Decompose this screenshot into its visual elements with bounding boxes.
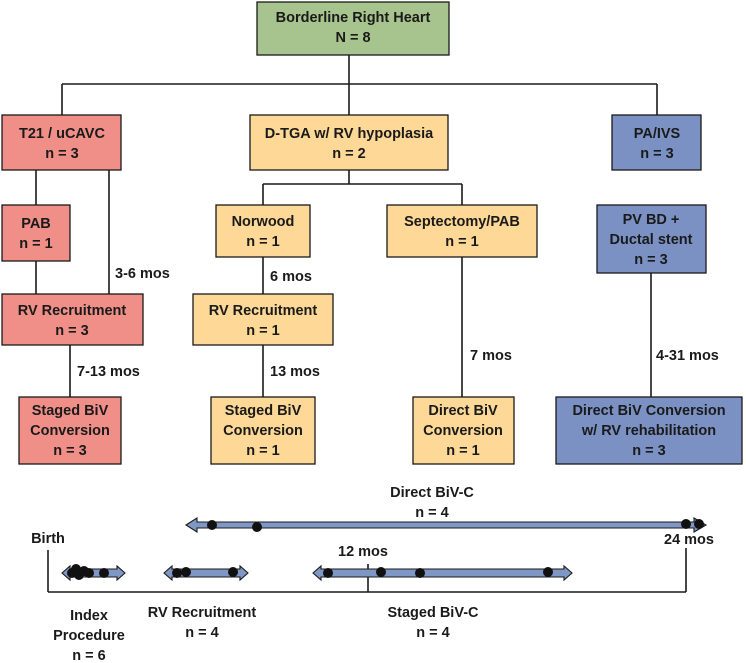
direct-bivc-count: n = 4: [415, 505, 448, 521]
rv-recruit-left-count: n = 3: [55, 323, 88, 339]
rv-recruitment-label: RV Recruitment: [148, 605, 257, 621]
dtga-box: [249, 114, 449, 171]
pv-bd-line1: PV BD +: [623, 212, 680, 228]
direct-dot-1: [207, 520, 217, 530]
mid-12mos-label: 12 mos: [338, 544, 388, 560]
tree-connectors: [35, 55, 658, 397]
index-procedure-count: n = 6: [72, 648, 105, 663]
rv-recruit-mid-count: n = 1: [246, 323, 279, 339]
staged-left-line1: Staged BiV: [32, 403, 109, 419]
interval-septectomy-to-direct: 7 mos: [470, 348, 512, 364]
rv-recruit-left-title: RV Recruitment: [18, 303, 127, 319]
root-title: Borderline Right Heart: [276, 10, 431, 26]
direct-right-line1: Direct BiV Conversion: [572, 403, 725, 419]
staged-left-line2: Conversion: [30, 423, 110, 439]
pab-title: PAB: [21, 216, 51, 232]
root-box: [256, 1, 450, 56]
direct-right-line2: w/ RV rehabilitation: [581, 423, 716, 439]
rv-recruitment-count: n = 4: [185, 625, 218, 641]
pv-bd-box: [596, 204, 707, 274]
norwood-count: n = 1: [246, 234, 279, 250]
direct-dot-3: [681, 519, 691, 529]
t21-box: [1, 114, 122, 171]
direct-bivc-arrow: [184, 516, 708, 534]
staged-mid-box: [210, 396, 316, 465]
pab-box: [1, 204, 71, 262]
staged-mid-count: n = 1: [246, 443, 279, 459]
direct-mid-count: n = 1: [446, 443, 479, 459]
staged-left-box: [18, 396, 122, 465]
septectomy-title: Septectomy/PAB: [404, 214, 520, 230]
staged-mid-line2: Conversion: [223, 423, 303, 439]
interval-rv-to-staged-mid: 13 mos: [270, 364, 320, 380]
boxes: [1, 1, 743, 465]
t21-count: n = 3: [45, 146, 78, 162]
pa-ivs-title: PA/IVS: [634, 126, 681, 142]
direct-dot-2: [252, 522, 262, 532]
staged-dot-3: [415, 568, 425, 578]
rv-dot-2: [181, 567, 191, 577]
birth-label: Birth: [31, 531, 65, 547]
rv-recruit-mid-box: [192, 293, 334, 346]
staged-mid-line1: Staged BiV: [225, 403, 302, 419]
index-dot-6: [99, 568, 109, 578]
interval-norwood-to-rv: 6 mos: [270, 269, 312, 285]
staged-bivc-label: Staged BiV-C: [387, 605, 479, 621]
staged-dot-4: [543, 567, 553, 577]
rv-dot-3: [228, 567, 238, 577]
rv-dot-1: [172, 568, 182, 578]
t21-title: T21 / uCAVC: [19, 126, 105, 142]
box-texts: Borderline Right Heart N = 8 T21 / uCAVC…: [18, 10, 726, 459]
norwood-box: [215, 204, 311, 258]
septectomy-box: [386, 204, 538, 258]
interval-pvbd-to-direct: 4-31 mos: [656, 348, 719, 364]
staged-bivc-count: n = 4: [416, 625, 449, 641]
interval-labels: 3-6 mos 7-13 mos 6 mos 13 mos 7 mos 4-31…: [77, 266, 719, 380]
interval-t21-to-rv: 3-6 mos: [115, 266, 170, 282]
staged-left-count: n = 3: [53, 443, 86, 459]
direct-right-count: n = 3: [632, 443, 665, 459]
norwood-title: Norwood: [232, 214, 295, 230]
direct-right-box: [555, 396, 743, 465]
septectomy-count: n = 1: [445, 234, 478, 250]
pa-ivs-count: n = 3: [640, 146, 673, 162]
direct-mid-line2: Conversion: [423, 423, 503, 439]
rv-recruit-mid-title: RV Recruitment: [209, 303, 318, 319]
rv-recruit-left-box: [1, 293, 144, 346]
root-count: N = 8: [335, 30, 370, 46]
direct-bivc-label: Direct BiV-C: [390, 485, 474, 501]
pv-bd-line2: Ductal stent: [610, 232, 693, 248]
interval-rv-to-staged-left: 7-13 mos: [77, 364, 140, 380]
staged-dot-1: [323, 568, 333, 578]
pab-count: n = 1: [19, 236, 52, 252]
dtga-title: D-TGA w/ RV hypoplasia: [265, 126, 434, 142]
end-24mos-label: 24 mos: [664, 532, 714, 548]
pa-ivs-box: [611, 114, 702, 171]
direct-mid-box: [412, 396, 515, 465]
staged-dot-2: [376, 567, 386, 577]
index-procedure-line1: Index: [70, 608, 108, 624]
index-dot-5: [84, 568, 94, 578]
direct-dot-4: [694, 519, 704, 529]
index-procedure-line2: Procedure: [53, 628, 125, 644]
direct-mid-line1: Direct BiV: [428, 403, 498, 419]
timeline: Direct BiV-C n = 4 Birth 12 mos 24 mos I…: [31, 485, 714, 663]
dtga-count: n = 2: [332, 146, 365, 162]
staged-bivc-arrow: [312, 564, 573, 582]
pv-bd-count: n = 3: [634, 252, 667, 268]
